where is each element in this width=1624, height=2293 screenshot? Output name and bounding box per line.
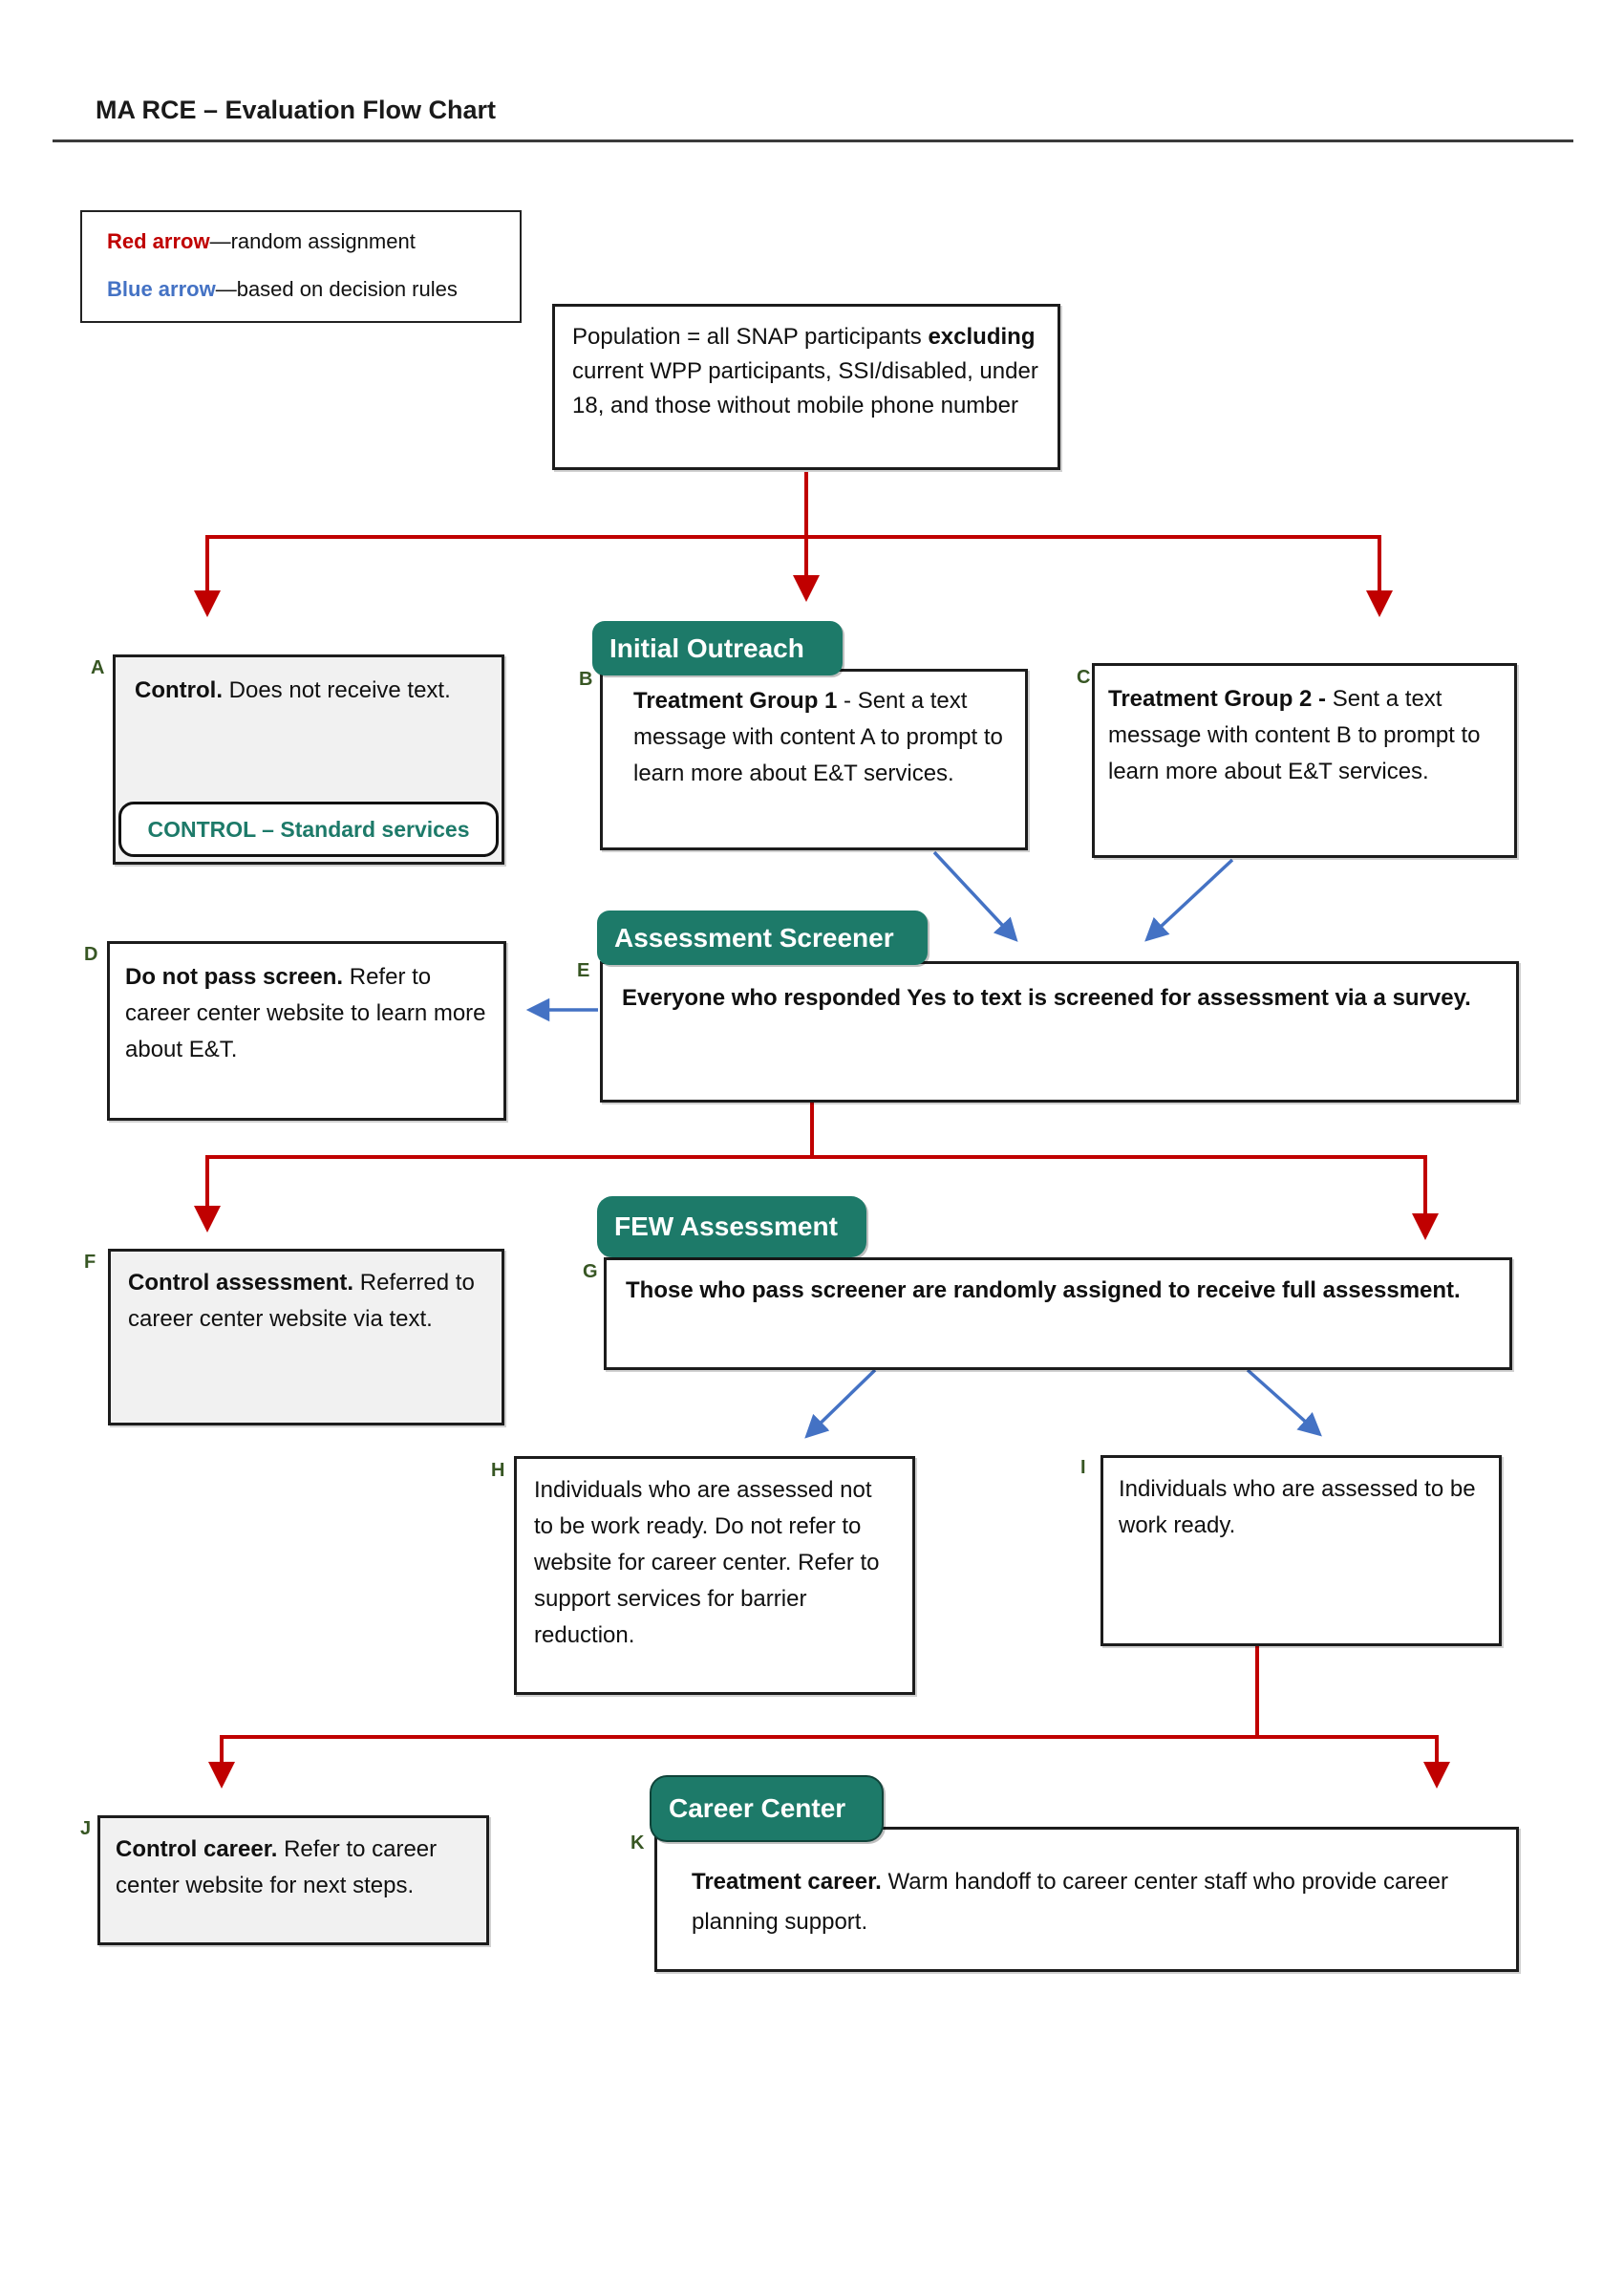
random-assignment-arrows-1: [194, 472, 1393, 617]
stage-few-assessment: FEW Assessment: [597, 1196, 866, 1257]
randomly-assigned-full-assessment-box: Those who pass screener are randomly ass…: [604, 1257, 1512, 1370]
node-label-d: D: [84, 944, 98, 965]
control-pill-label: CONTROL – Standard services: [147, 816, 470, 842]
legend-box: Red arrow—random assignment Blue arrow—b…: [80, 210, 522, 323]
population-text-pre: Population = all SNAP participants: [572, 324, 929, 350]
legend-red-desc: —random assignment: [209, 229, 416, 253]
stage-few-assessment-label: FEW Assessment: [614, 1211, 838, 1241]
stage-career-center: Career Center: [650, 1775, 884, 1842]
population-text-bold: excluding: [928, 324, 1036, 350]
node-label-c: C: [1077, 667, 1091, 688]
node-label-i: I: [1080, 1457, 1086, 1478]
treatment-career-lead: Treatment career.: [692, 1869, 882, 1895]
legend-blue-desc: —based on decision rules: [215, 277, 458, 301]
legend-blue-label: Blue arrow: [107, 277, 216, 301]
stage-career-center-label: Career Center: [669, 1793, 846, 1823]
random-assignment-arrows-2: [194, 1101, 1439, 1240]
control-assessment-text: Referred to career center website via te…: [128, 1270, 475, 1332]
work-ready-box: Individuals who are assessed to be work …: [1100, 1455, 1502, 1646]
node-label-j: J: [80, 1818, 92, 1839]
treatment-group-1-box: Treatment Group 1 - Sent a text message …: [600, 669, 1028, 850]
node-label-e: E: [577, 960, 590, 981]
do-not-pass-screen-text: Refer to career center website to learn …: [125, 964, 486, 1062]
randomly-assigned-text: Those who pass screener are randomly ass…: [626, 1277, 1461, 1303]
treatment-group-2-text: Sent a text message with content B to pr…: [1108, 686, 1481, 784]
random-assignment-arrows-3: [208, 1646, 1450, 1789]
node-label-f: F: [84, 1252, 96, 1273]
node-label-b: B: [579, 669, 593, 690]
node-label-k: K: [630, 1832, 645, 1854]
control-career-lead: Control career.: [116, 1836, 278, 1862]
control-assessment-box: Control assessment. Referred to career c…: [108, 1249, 504, 1425]
do-not-pass-screen-box: Do not pass screen. Refer to career cent…: [107, 941, 506, 1121]
stage-initial-outreach-label: Initial Outreach: [609, 632, 804, 663]
legend-red-label: Red arrow: [107, 229, 210, 253]
legend-red-arrow: Red arrow—random assignment: [107, 229, 520, 254]
control-box-text: Does not receive text.: [222, 677, 451, 703]
decision-rule-arrows: [525, 850, 1322, 1439]
treatment-group-1-text: - Sent a text message with content A to …: [633, 688, 1003, 786]
stage-initial-outreach: Initial Outreach: [592, 621, 843, 675]
control-career-box: Control career. Refer to career center w…: [97, 1815, 489, 1945]
treatment-career-box: Treatment career. Warm handoff to career…: [654, 1827, 1519, 1972]
work-ready-text: Individuals who are assessed to be work …: [1119, 1476, 1476, 1538]
control-assessment-lead: Control assessment.: [128, 1270, 354, 1296]
node-label-a: A: [91, 657, 105, 678]
control-box: Control. Does not receive text. CONTROL …: [113, 654, 504, 865]
control-standard-services-pill: CONTROL – Standard services: [118, 802, 499, 857]
treatment-group-2-lead: Treatment Group 2 -: [1108, 686, 1327, 712]
treatment-career-text: Warm handoff to career center staff who …: [692, 1869, 1448, 1935]
screened-for-assessment-box: Everyone who responded Yes to text is sc…: [600, 961, 1519, 1103]
legend-blue-arrow: Blue arrow—based on decision rules: [107, 277, 520, 302]
page-title: MA RCE – Evaluation Flow Chart: [96, 96, 497, 124]
population-text-post: current WPP participants, SSI/disabled, …: [572, 358, 1038, 418]
stage-assessment-screener: Assessment Screener: [597, 911, 928, 965]
title-divider: [53, 139, 1573, 142]
control-box-lead: Control.: [135, 677, 223, 703]
do-not-pass-screen-lead: Do not pass screen.: [125, 964, 344, 990]
treatment-group-1-lead: Treatment Group 1: [633, 688, 838, 714]
treatment-group-2-box: Treatment Group 2 - Sent a text message …: [1092, 663, 1517, 858]
not-work-ready-text: Individuals who are assessed not to be w…: [534, 1477, 880, 1648]
node-label-g: G: [583, 1261, 598, 1282]
population-box: Population = all SNAP participants exclu…: [552, 304, 1060, 470]
stage-assessment-screener-label: Assessment Screener: [614, 922, 894, 953]
screened-for-assessment-text: Everyone who responded Yes to text is sc…: [622, 985, 1471, 1011]
node-label-h: H: [491, 1460, 505, 1481]
control-career-text: Refer to career center website for next …: [116, 1836, 438, 1898]
not-work-ready-box: Individuals who are assessed not to be w…: [514, 1456, 915, 1695]
